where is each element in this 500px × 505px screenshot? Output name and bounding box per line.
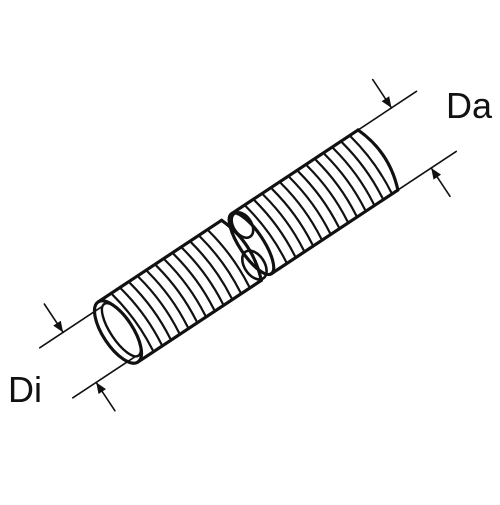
upper-hose-segment-rib <box>253 199 296 257</box>
upper-hose-segment-rib <box>341 141 384 199</box>
lower-hose-segment-rib <box>207 230 250 288</box>
inner-diameter-label: Di <box>8 369 42 410</box>
lower-hose-segment-rib <box>164 259 207 317</box>
lower-hose-segment-rib <box>120 287 163 346</box>
dimension-lines <box>38 78 458 412</box>
lower-hose-segment-end <box>220 218 263 282</box>
upper-hose-segment-edge-top <box>229 128 360 216</box>
di-arrow-top-head <box>53 320 64 333</box>
lower-hose-segment-rib <box>190 241 233 299</box>
upper-hose-segment-rib <box>306 164 349 223</box>
upper-hose-segment-rib <box>271 188 314 246</box>
upper-hose-segment-rib <box>332 147 375 205</box>
upper-hose-segment-rib <box>244 205 288 263</box>
da-extension-line <box>392 150 458 195</box>
outer-diameter-label: Da <box>446 85 493 126</box>
upper-hose-segment-rib <box>262 193 305 252</box>
da-arrow-top-head <box>381 96 392 108</box>
upper-hose-segment-rib <box>297 170 340 228</box>
da-extension-line <box>352 90 418 135</box>
lower-hose-segment-rib <box>137 276 180 334</box>
upper-hose-segment-edge-bottom <box>269 188 400 276</box>
di-arrow-bottom-head <box>96 382 107 395</box>
upper-hose-segment-rib <box>350 135 393 194</box>
lower-hose-segment-rib <box>172 253 215 311</box>
lower-hose-segment-rib <box>155 264 198 322</box>
da-arrow-bottom-head <box>431 167 442 180</box>
corrugated-hose <box>92 128 400 365</box>
lower-hose-segment-rib <box>129 282 172 340</box>
lower-hose-segment-edge-top <box>96 218 224 304</box>
lower-hose-segment-rib <box>111 293 154 351</box>
upper-segment-start <box>227 211 276 277</box>
coupling-loop <box>230 211 255 240</box>
lower-hose-segment-rib <box>199 235 242 293</box>
coupling-loop <box>240 249 268 281</box>
upper-hose-segment-end <box>356 128 400 192</box>
upper-hose-segment-rib <box>280 182 323 240</box>
upper-hose-segment-rib <box>315 159 358 217</box>
lower-hose-segment-rib <box>146 270 189 328</box>
lower-hose-segment-edge-bottom <box>136 278 263 364</box>
hose-inner-rim <box>100 302 142 358</box>
upper-hose-segment-rib <box>323 153 366 211</box>
hose-open-end <box>92 299 144 365</box>
upper-hose-segment-rib <box>288 176 331 234</box>
lower-hose-segment-rib <box>181 247 224 305</box>
di-extension-line <box>72 356 136 399</box>
di-extension-line <box>38 306 103 349</box>
